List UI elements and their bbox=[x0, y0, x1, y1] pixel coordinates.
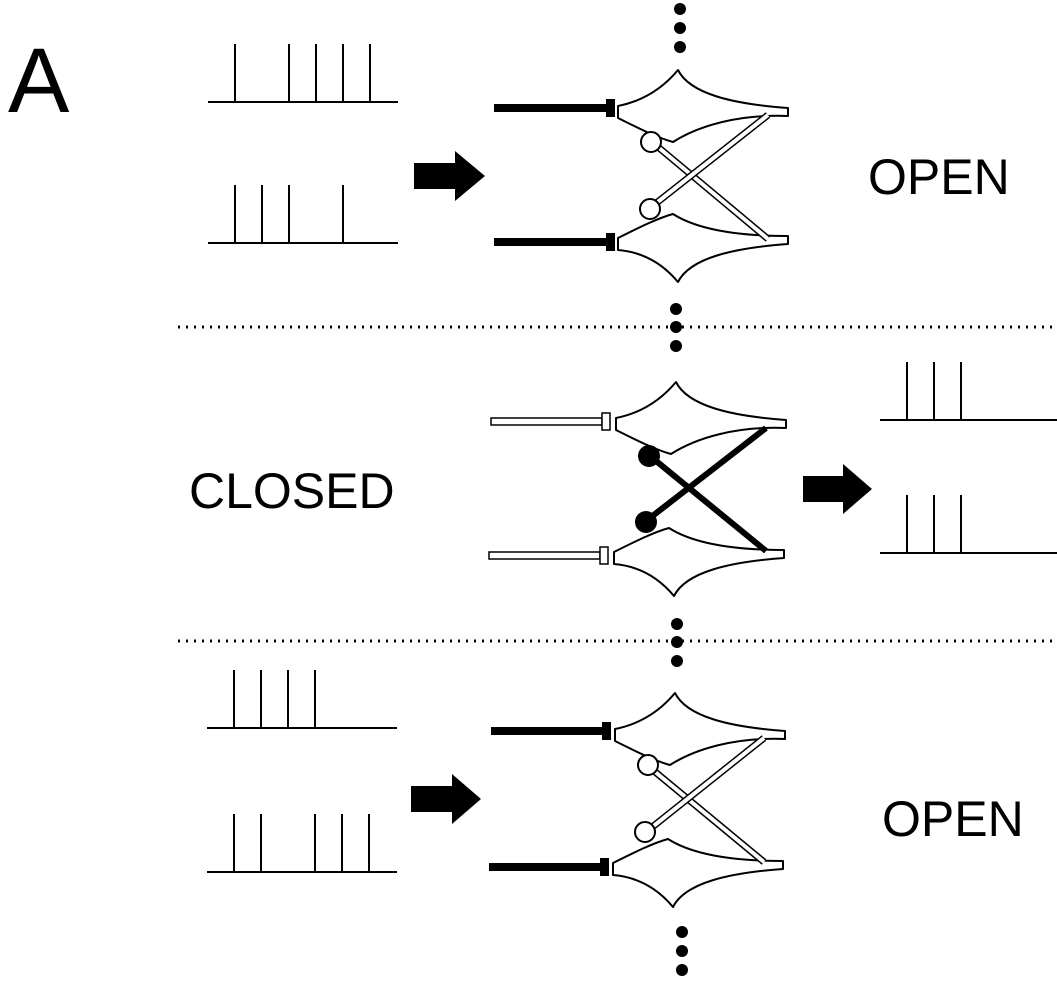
input-spike-train bbox=[208, 185, 398, 244]
section-top: OPEN bbox=[208, 44, 1010, 283]
continuation-dots-top bbox=[674, 3, 686, 53]
arrow-icon bbox=[411, 774, 481, 824]
inhibitory-synapse bbox=[639, 198, 661, 220]
arrow-icon bbox=[803, 464, 872, 514]
excitatory-input-lower bbox=[488, 551, 601, 560]
inhibitory-synapse bbox=[640, 131, 662, 153]
inhibitory-synapse bbox=[637, 754, 659, 776]
continuation-dots-lower-divider bbox=[671, 618, 683, 667]
output-spike-train bbox=[880, 495, 1057, 554]
inhibitory-connection bbox=[646, 764, 766, 864]
gate-state-label: OPEN bbox=[868, 149, 1010, 205]
neuron-circuit bbox=[488, 381, 787, 597]
neuron-circuit bbox=[489, 692, 786, 908]
synapse-terminal bbox=[606, 233, 615, 251]
excitatory-input-upper bbox=[491, 727, 602, 735]
input-spike-train bbox=[207, 814, 397, 873]
neuron-lower bbox=[612, 838, 784, 908]
inhibitory-synapse bbox=[638, 445, 660, 467]
section-bottom: OPEN bbox=[207, 670, 1024, 908]
synapse-terminal bbox=[600, 858, 609, 876]
inhibitory-connection bbox=[648, 113, 770, 210]
excitatory-input-lower bbox=[489, 863, 600, 871]
arrow-icon bbox=[414, 151, 485, 201]
input-spike-train bbox=[207, 670, 397, 729]
excitatory-input-upper bbox=[490, 417, 603, 426]
inhibitory-connection bbox=[644, 736, 766, 834]
gate-state-label: OPEN bbox=[882, 791, 1024, 847]
panel-label: A bbox=[8, 30, 70, 132]
neuron-lower bbox=[617, 213, 789, 283]
neuron-upper bbox=[617, 69, 789, 143]
inhibitory-synapse bbox=[635, 511, 657, 533]
inhibitory-connection bbox=[650, 140, 770, 241]
neuron-circuit bbox=[494, 69, 789, 283]
synapse-terminal bbox=[599, 546, 609, 565]
output-spike-train bbox=[880, 362, 1057, 421]
neuron-upper bbox=[614, 692, 786, 766]
continuation-dots-bottom bbox=[676, 926, 688, 976]
excitatory-input-upper bbox=[494, 104, 606, 112]
neuron-upper bbox=[615, 381, 787, 455]
synapse-terminal bbox=[601, 412, 611, 431]
section-middle: CLOSED bbox=[189, 362, 1057, 597]
excitatory-input-lower bbox=[494, 238, 606, 246]
input-spike-train bbox=[208, 44, 398, 103]
inhibitory-connection bbox=[648, 453, 768, 554]
inhibitory-connection bbox=[644, 425, 768, 524]
synapse-terminal bbox=[602, 722, 611, 740]
gate-state-label: CLOSED bbox=[189, 463, 395, 519]
synapse-terminal bbox=[606, 99, 615, 117]
neuron-lower bbox=[613, 527, 785, 597]
inhibitory-synapse bbox=[634, 821, 656, 843]
